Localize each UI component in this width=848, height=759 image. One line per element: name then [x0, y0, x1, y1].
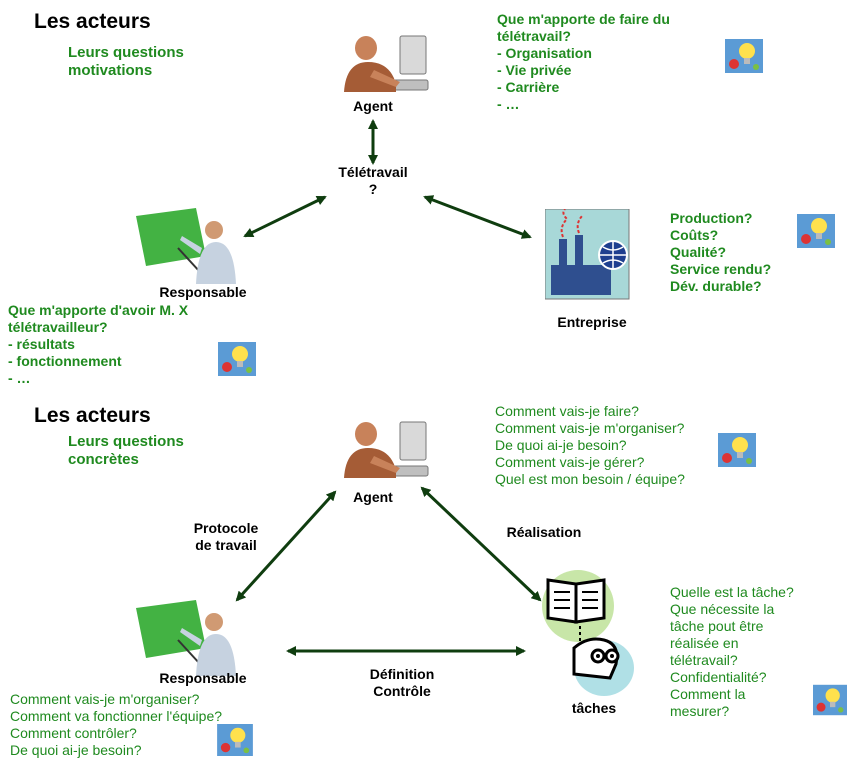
agent-label-top: Agent	[353, 98, 393, 114]
arrow-teletravail-responsable	[243, 195, 327, 238]
responsable-questions-bottom: Comment vais-je m'organiser? Comment va …	[10, 691, 223, 758]
lightbulb-idea-icon	[218, 342, 256, 376]
teletravail-label: Télétravail ?	[338, 164, 408, 197]
arrow-teletravail-entreprise	[423, 195, 532, 239]
agent-at-computer-icon	[344, 35, 429, 92]
subtitle-top: Leurs questions motivations	[68, 44, 184, 79]
responsable-label-bottom: Responsable	[159, 670, 247, 686]
section-title-top: Les acteurs	[34, 10, 151, 33]
responsable-label-top: Responsable	[159, 284, 247, 300]
section-title-bottom: Les acteurs	[34, 404, 151, 427]
protocole-label: Protocole de travail	[193, 520, 259, 553]
arrow-agent-taches	[420, 486, 542, 602]
agent-questions-bottom: Comment vais-je faire? Comment vais-je m…	[495, 403, 685, 487]
presenter-at-board-icon	[136, 208, 236, 284]
taches-label: tâches	[571, 700, 617, 716]
lightbulb-idea-icon	[718, 433, 756, 467]
presenter-at-board-icon	[136, 600, 236, 676]
lightbulb-idea-icon	[725, 39, 763, 73]
lightbulb-idea-icon	[797, 214, 835, 248]
realisation-label: Réalisation	[506, 524, 582, 540]
factory-globe-icon	[545, 209, 630, 300]
agent-label-bottom: Agent	[353, 489, 393, 505]
subtitle-bottom: Leurs questions concrètes	[68, 433, 184, 468]
entreprise-label: Entreprise	[557, 314, 627, 330]
lightbulb-idea-icon	[813, 684, 847, 716]
taches-questions: Quelle est la tâche? Que nécessite la tâ…	[670, 584, 794, 719]
definition-controle-label: Définition Contrôle	[369, 666, 435, 699]
agent-questions-top: Que m'apporte de faire du télétravail? -…	[497, 11, 670, 112]
book-reader-icon	[542, 570, 634, 696]
agent-at-computer-icon	[344, 421, 429, 478]
arrow-agent-responsable	[235, 490, 337, 602]
lightbulb-idea-icon	[217, 724, 253, 756]
responsable-questions-top: Que m'apporte d'avoir M. X télétravaille…	[8, 302, 189, 386]
entreprise-questions: Production? Coûts? Qualité? Service rend…	[670, 210, 772, 294]
